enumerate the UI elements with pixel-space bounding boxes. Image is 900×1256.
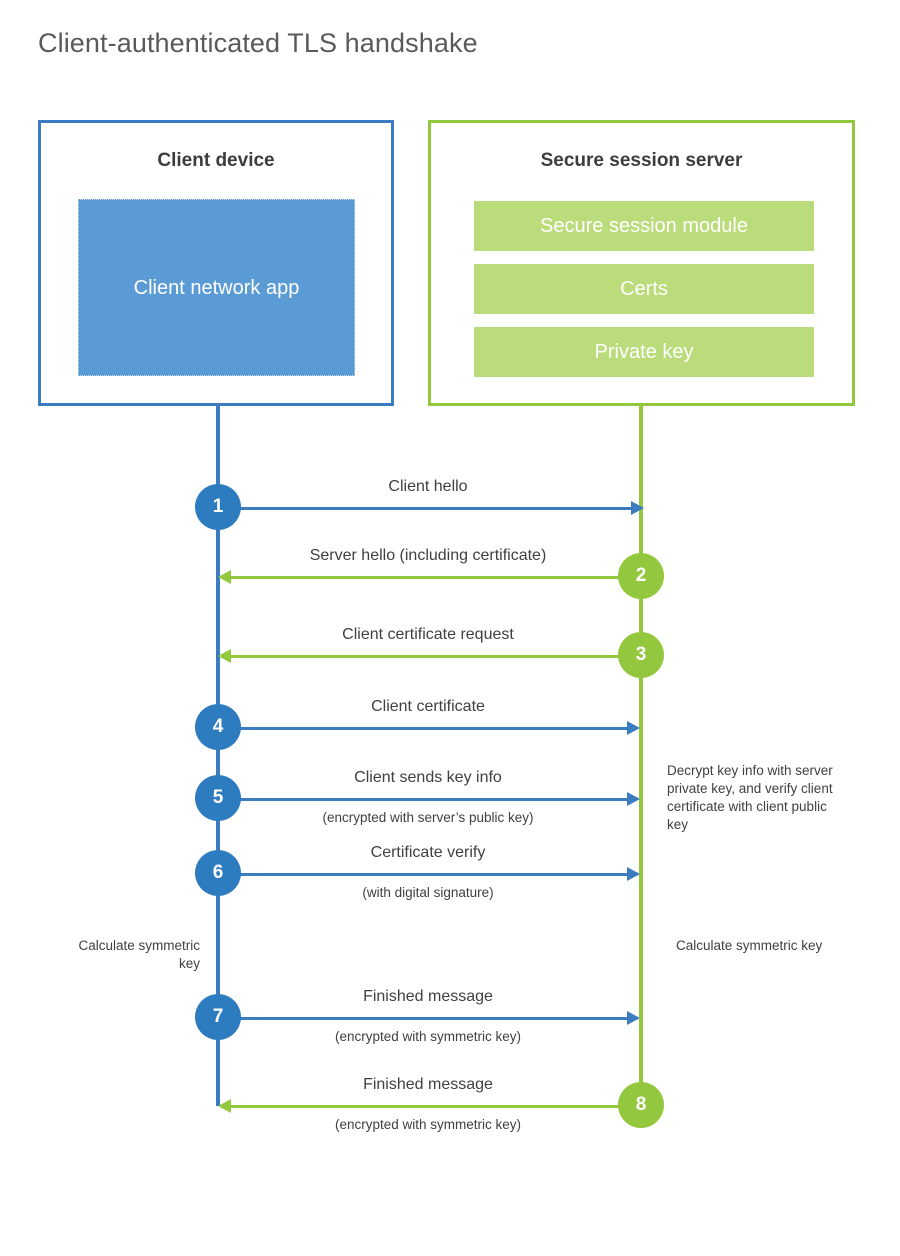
message-sublabel-8: (encrypted with symmetric key) <box>334 1117 522 1132</box>
message-arrowhead-8 <box>218 1099 231 1113</box>
message-label-8: Finished message <box>363 1076 493 1093</box>
client-device-box: Client device Client network app <box>38 120 394 406</box>
certs-label: Certs <box>620 277 668 300</box>
client-device-title: Client device <box>157 150 275 171</box>
page-title: Client-authenticated TLS handshake <box>38 28 478 58</box>
message-line-2 <box>231 576 641 579</box>
message-sublabel-6: (with digital signature) <box>362 885 494 900</box>
message-label-2: Server hello (including certificate) <box>309 547 547 564</box>
client-lifeline <box>216 404 220 1106</box>
message-sublabel-7: (encrypted with symmetric key) <box>334 1029 522 1044</box>
client-network-app-block: Client network app <box>78 199 355 376</box>
message-arrowhead-5 <box>627 792 640 806</box>
message-label-5: Client sends key info <box>354 769 502 786</box>
step-badge-5[interactable]: 5 <box>195 775 241 821</box>
server-decrypt-note: Decrypt key info with server private key… <box>667 763 833 832</box>
message-label-4: Client certificate <box>371 698 485 715</box>
message-label-6: Certificate verify <box>370 844 486 861</box>
message-line-4 <box>218 727 631 730</box>
step-badge-6[interactable]: 6 <box>195 850 241 896</box>
message-sublabel-5: (encrypted with server’s public key) <box>322 810 534 825</box>
step-badge-1[interactable]: 1 <box>195 484 241 530</box>
message-label-3: Client certificate request <box>342 626 514 643</box>
message-line-3 <box>231 655 641 658</box>
secure-session-module-block: Secure session module <box>474 201 814 251</box>
private-key-block: Private key <box>474 327 814 377</box>
message-label-7: Finished message <box>363 988 493 1005</box>
message-arrowhead-2 <box>218 570 231 584</box>
secure-session-module-label: Secure session module <box>540 214 748 237</box>
certs-block: Certs <box>474 264 814 314</box>
message-line-8 <box>231 1105 641 1108</box>
step-badge-4[interactable]: 4 <box>195 704 241 750</box>
server-calculate-symmetric-key-note: Calculate symmetric key <box>676 938 823 953</box>
message-line-7 <box>218 1017 631 1020</box>
private-key-label: Private key <box>594 340 694 363</box>
step-badge-7[interactable]: 7 <box>195 994 241 1040</box>
step-badge-3[interactable]: 3 <box>618 632 664 678</box>
message-arrowhead-6 <box>627 867 640 881</box>
client-network-app-label: Client network app <box>133 276 300 299</box>
client-calculate-symmetric-key-note: Calculate symmetric key <box>78 938 200 971</box>
message-label-1: Client hello <box>388 478 468 495</box>
message-arrowhead-4 <box>627 721 640 735</box>
secure-session-server-box: Secure session server Secure session mod… <box>428 120 855 406</box>
message-line-5 <box>218 798 631 801</box>
message-arrowhead-1 <box>631 501 644 515</box>
step-badge-8[interactable]: 8 <box>618 1082 664 1128</box>
secure-session-server-title: Secure session server <box>540 150 743 171</box>
message-line-6 <box>218 873 631 876</box>
message-line-1 <box>218 507 635 510</box>
message-arrowhead-3 <box>218 649 231 663</box>
step-badge-2[interactable]: 2 <box>618 553 664 599</box>
message-arrowhead-7 <box>627 1011 640 1025</box>
server-lifeline <box>639 404 643 1106</box>
